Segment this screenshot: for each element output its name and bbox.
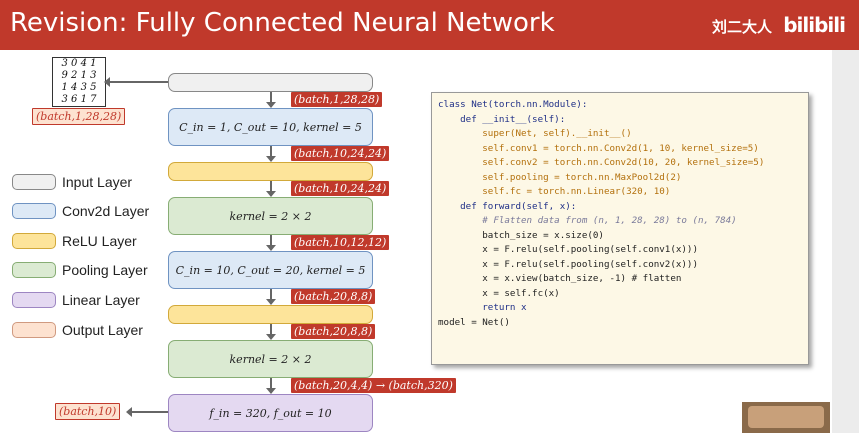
conv2d-layer-1: C_in = 1, C_out = 10, kernel = 5 [168,108,373,146]
flow-arrow [266,92,276,108]
code-line: self.fc = torch.nn.Linear(320, 10) [438,186,671,197]
shape-tag: (batch,10,24,24) [291,181,390,196]
brand: 刘二大人 bilibili [711,13,846,37]
legend-swatch [12,322,56,338]
input-layer [168,73,373,92]
code-line: x = x.view(batch_size, -1) # flatten [438,273,682,284]
scrollbar[interactable] [832,50,859,433]
code-line: def __init__(self): [438,113,566,125]
flow-arrow [266,235,276,251]
legend-output: Output Layer [12,321,143,339]
legend-label: Output Layer [62,322,143,338]
flow-arrow [266,289,276,305]
flow-arrow [266,378,276,394]
shape-tag: (batch,10,24,24) [291,146,390,161]
code-line: x = F.relu(self.pooling(self.conv1(x))) [438,244,698,255]
legend-label: Conv2d Layer [62,203,150,219]
code-line: batch_size = x.size(0) [438,229,604,241]
input-arrow [104,77,168,87]
pooling-layer-2: kernel = 2 × 2 [168,340,373,378]
flow-arrow [266,146,276,162]
pooling-layer-1: kernel = 2 × 2 [168,197,373,235]
output-arrow [126,407,168,417]
shape-tag: (batch,20,8,8) [291,289,376,304]
legend-label: Pooling Layer [62,262,148,278]
legend-swatch [12,262,56,278]
shape-tag: (batch,20,4,4) → (batch,320) [291,378,456,393]
digit-row: 9 2 1 3 [61,70,97,81]
digit-row: 3 0 4 1 [61,58,97,69]
output-shape-tag: (batch,10) [55,403,121,420]
title-bar: Revision: Fully Connected Neural Network… [0,0,859,50]
relu-layer-2 [168,305,373,324]
bilibili-logo: bilibili [783,13,846,37]
mnist-digits-image: 3 0 4 1 9 2 1 3 1 4 3 5 3 6 1 7 [52,57,106,107]
legend-pooling: Pooling Layer [12,261,148,279]
code-line: self.conv2 = torch.nn.Conv2d(10, 20, ker… [438,157,765,168]
code-panel: class Net(torch.nn.Module): def __init__… [431,92,809,365]
legend-swatch [12,233,56,249]
input-shape-tag: (batch,1,28,28) [32,108,126,125]
shape-tag: (batch,20,8,8) [291,324,376,339]
legend-label: ReLU Layer [62,233,137,249]
code-line: super(Net, self).__init__() [438,128,632,139]
code-line: # Flatten data from (n, 1, 28, 28) to (n… [438,215,737,226]
presenter-video-thumbnail [742,402,830,433]
legend-conv2d: Conv2d Layer [12,202,149,220]
shape-tag: (batch,1,28,28) [291,92,383,107]
code-line: model = Net() [438,316,510,328]
legend-label: Input Layer [62,174,133,190]
code-line: self.pooling = torch.nn.MaxPool2d(2) [438,171,682,183]
code-line: x = self.fc(x) [438,287,560,299]
code-line: class Net(torch.nn.Module): [438,99,588,110]
legend-relu: ReLU Layer [12,232,137,250]
code-line: self.conv1 = torch.nn.Conv2d(1, 10, kern… [438,142,759,154]
slide-title: Revision: Fully Connected Neural Network [10,8,555,38]
linear-layer: f_in = 320, f_out = 10 [168,394,373,432]
digit-row: 3 6 1 7 [61,94,97,105]
legend-swatch [12,292,56,308]
conv2d-layer-2: C_in = 10, C_out = 20, kernel = 5 [168,251,373,289]
shape-tag: (batch,10,12,12) [291,235,390,250]
flow-arrow [266,324,276,340]
legend-linear: Linear Layer [12,291,140,309]
flow-arrow [266,181,276,197]
author-name: 刘二大人 [711,18,772,36]
legend-label: Linear Layer [62,292,140,308]
digit-row: 1 4 3 5 [61,82,97,93]
legend-input: Input Layer [12,173,132,191]
legend-swatch [12,203,56,219]
code-line: return x [438,302,527,313]
relu-layer-1 [168,162,373,181]
legend-swatch [12,174,56,190]
code-line: x = F.relu(self.pooling(self.conv2(x))) [438,258,698,270]
code-line: def forward(self, x): [438,200,577,212]
